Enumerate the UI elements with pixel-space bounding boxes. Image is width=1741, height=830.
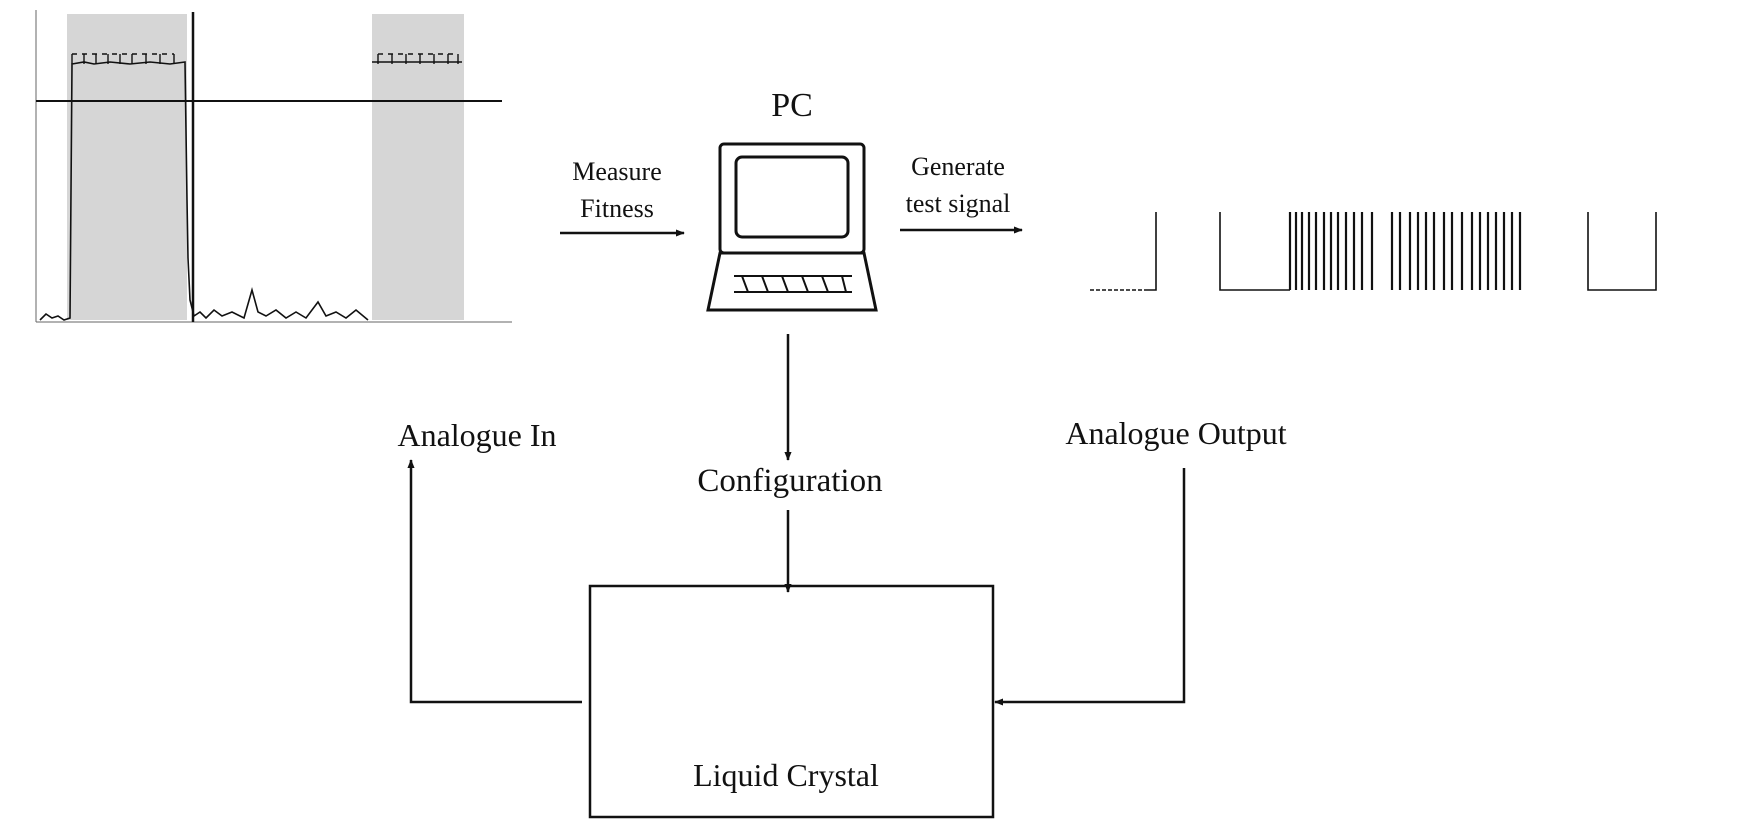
analogue-output-arrow [994, 468, 1186, 706]
measure-fitness-label-line2: Fitness [580, 194, 654, 223]
computer-icon [706, 142, 878, 312]
measure-fitness-label-line1: Measure [572, 157, 662, 186]
analogue-in-label: Analogue In [397, 417, 556, 453]
plot-band-right [372, 14, 464, 320]
test-signal-waveform [1090, 212, 1657, 291]
pc-label: PC [771, 87, 813, 124]
response-plot [35, 10, 512, 323]
generate-label-line2: test signal [906, 189, 1011, 218]
configuration-label: Configuration [697, 463, 882, 499]
plot-top-dashes [71, 53, 462, 64]
generate-label-line1: Generate [911, 152, 1005, 181]
liquid-crystal-box [588, 584, 995, 819]
plot-band-left [67, 14, 187, 320]
liquid-crystal-label: Liquid Crystal [693, 757, 879, 793]
analogue-output-label: Analogue Output [1065, 415, 1286, 451]
analogue-in-arrow [407, 459, 582, 704]
